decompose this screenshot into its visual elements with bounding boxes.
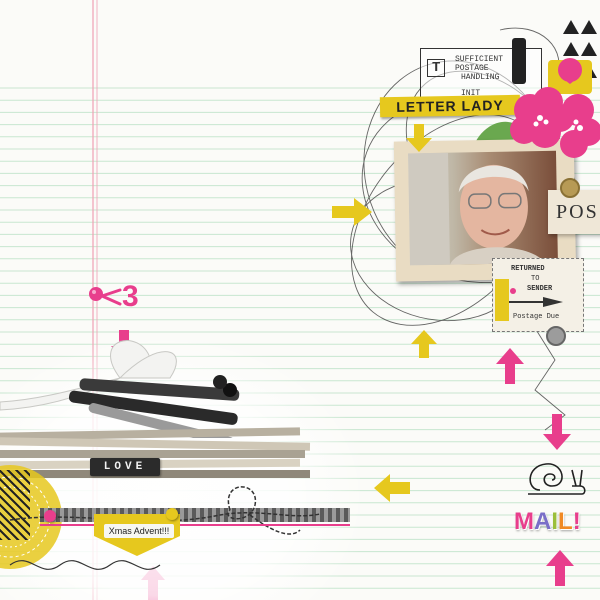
mail-letter-m: M — [514, 508, 534, 535]
portrait-illustration — [407, 152, 545, 266]
xmas-advent-text: Xmas Advent!!! — [108, 526, 170, 536]
postage-due-text: Postage Due — [513, 313, 560, 321]
arrow-icon — [496, 348, 524, 384]
pink-dot — [510, 288, 516, 294]
flower-icon — [510, 87, 600, 158]
to-text: TO — [531, 275, 540, 283]
post-card: POS — [548, 190, 600, 234]
brad-fastener — [560, 178, 580, 198]
handling-text: HANDLING — [461, 73, 500, 82]
photo-frame — [393, 138, 577, 282]
pink-thread — [40, 524, 350, 526]
pointing-hand-icon — [505, 297, 563, 307]
pin-icon — [44, 510, 56, 522]
snail-icon — [528, 463, 586, 495]
yellow-strip — [495, 279, 509, 321]
arrow-icon — [406, 124, 432, 152]
arrow-icon — [374, 474, 410, 502]
mail-letter-i: I — [551, 508, 559, 535]
pens — [68, 375, 240, 438]
returned-stamp: RETURNED TO SENDER Postage Due — [492, 258, 584, 332]
pin-icon — [166, 508, 178, 520]
love-tag: LOVE — [90, 458, 160, 476]
returned-text: RETURNED — [511, 265, 545, 273]
mail-letter-a: A — [534, 508, 552, 535]
sender-text: SENDER — [527, 285, 553, 293]
xmas-label: Xmas Advent!!! — [104, 524, 174, 538]
mail-letter-l: L — [558, 508, 573, 535]
initial-text: INIT — [461, 89, 481, 98]
arrow-icon — [332, 198, 372, 226]
sufficient-postage-text: SUFFICIENT POSTAGE — [455, 55, 504, 73]
binder-clip — [512, 38, 526, 84]
arrow-icon — [411, 330, 437, 358]
stamp-letter: T — [427, 59, 446, 77]
three-text: 3 — [122, 280, 139, 313]
arrow-icon — [543, 414, 571, 450]
flower-icon — [558, 58, 582, 82]
crosshatch-patch — [0, 470, 30, 540]
safety-pin-head — [546, 326, 566, 346]
portrait-photo — [407, 150, 558, 266]
twine — [9, 486, 321, 570]
mail-word: MAIL! — [514, 508, 581, 536]
pin-icon — [89, 287, 122, 306]
mail-letter-bang: ! — [572, 508, 581, 535]
arrow-icon — [546, 550, 574, 586]
